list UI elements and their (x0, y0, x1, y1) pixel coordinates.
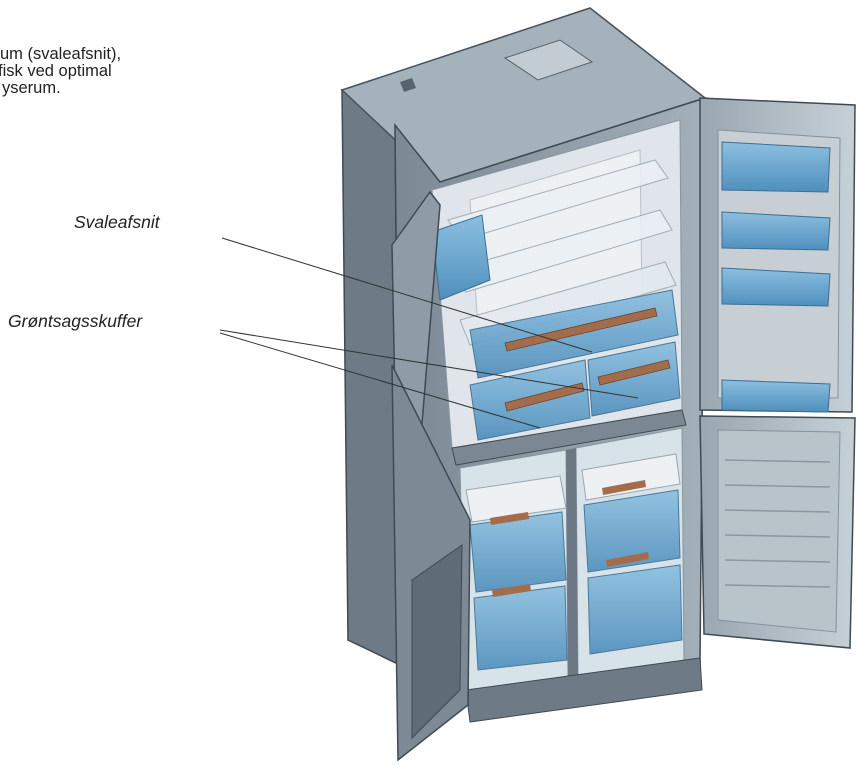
cool-drawer-handle (504, 307, 658, 352)
freezer-right-handle-2 (606, 552, 649, 567)
callout-svaleafsnit: Svaleafsnit (74, 212, 160, 232)
door-bin-3 (721, 267, 831, 307)
intro-text: um (svaleafsnit), fisk ved optimal yseru… (0, 46, 210, 97)
right-lower-door-ribs (724, 459, 831, 588)
right-upper-door-panel (717, 129, 841, 399)
intro-line-3: yserum. (2, 79, 61, 97)
veg-drawer-handle-left (504, 382, 585, 412)
intro-line-1: um (svaleafsnit), (0, 45, 122, 63)
leader-veg-1 (219, 329, 639, 399)
freezer-left-shelf (465, 475, 567, 523)
veg-drawer-handle-right (597, 359, 671, 386)
freezer-left-drawer-1 (469, 511, 567, 593)
top-hinge-left (400, 78, 416, 92)
cabinet-base (465, 657, 703, 723)
vegetable-drawer-right (587, 341, 681, 417)
callout-leader-lines (219, 237, 639, 429)
freezer-right-drawer-2 (587, 564, 683, 655)
mid-divider (451, 409, 687, 466)
freezer-left-handle-2 (492, 584, 531, 597)
freezer-left-handle-1 (490, 512, 529, 525)
freezer-center-post (566, 448, 578, 680)
freezer-left-drawer-2 (473, 585, 568, 671)
freezer-right-drawer-1 (583, 489, 681, 573)
top-hinge-plate (503, 39, 594, 81)
leader-veg-2 (219, 332, 541, 429)
door-bin-4 (721, 379, 831, 413)
left-blue-bin (431, 214, 491, 301)
intro-line-2: fisk ved optimal (0, 62, 112, 80)
freezer-right-handle-1 (602, 480, 646, 495)
left-lower-door-panel (411, 544, 463, 740)
door-bin-1 (721, 141, 831, 193)
leader-svaleafsnit (221, 237, 593, 353)
callout-grontsagsskuffer: Grøntsagsskuffer (8, 311, 143, 331)
right-lower-door-panel (717, 429, 841, 633)
door-bin-2 (721, 211, 831, 251)
